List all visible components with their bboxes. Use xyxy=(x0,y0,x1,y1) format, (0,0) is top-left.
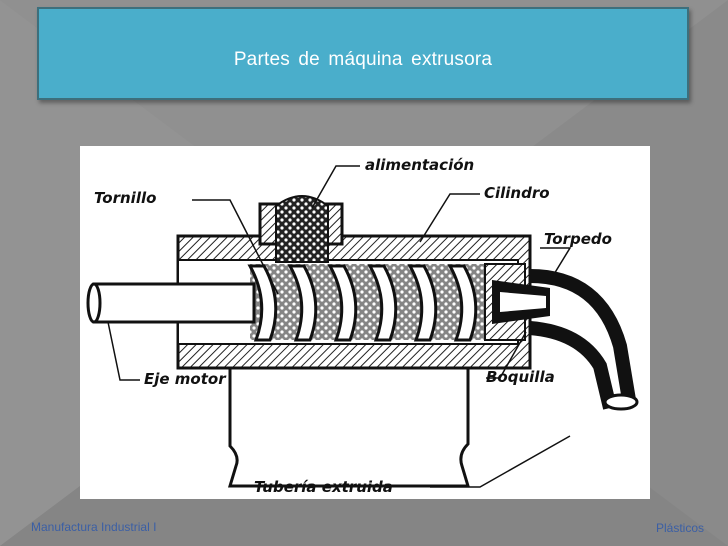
machine-base xyxy=(227,366,471,488)
label-tuberia: Tubería extruida xyxy=(254,478,393,496)
label-boquilla: Boquilla xyxy=(486,368,555,386)
label-cilindro: Cilindro xyxy=(484,184,550,202)
feed-hopper xyxy=(258,195,344,263)
leader-lines xyxy=(107,165,572,488)
footer-course: Manufactura Industrial I xyxy=(31,520,157,534)
extruder-diagram: alimentación Tornillo Cilindro Torpedo E… xyxy=(80,146,650,499)
title-box: Partes de máquina extrusora xyxy=(37,7,689,100)
screw-flights xyxy=(247,264,478,342)
label-tornillo: Tornillo xyxy=(94,189,156,207)
drive-shaft xyxy=(86,282,256,324)
label-alimentacion: alimentación xyxy=(365,156,474,174)
label-eje-motor: Eje motor xyxy=(144,370,227,388)
footer-topic: Plásticos xyxy=(655,521,704,535)
label-torpedo: Torpedo xyxy=(544,230,612,248)
die-head xyxy=(484,263,550,341)
extruded-tube xyxy=(529,269,639,411)
slide-title: Partes de máquina extrusora xyxy=(233,49,493,70)
